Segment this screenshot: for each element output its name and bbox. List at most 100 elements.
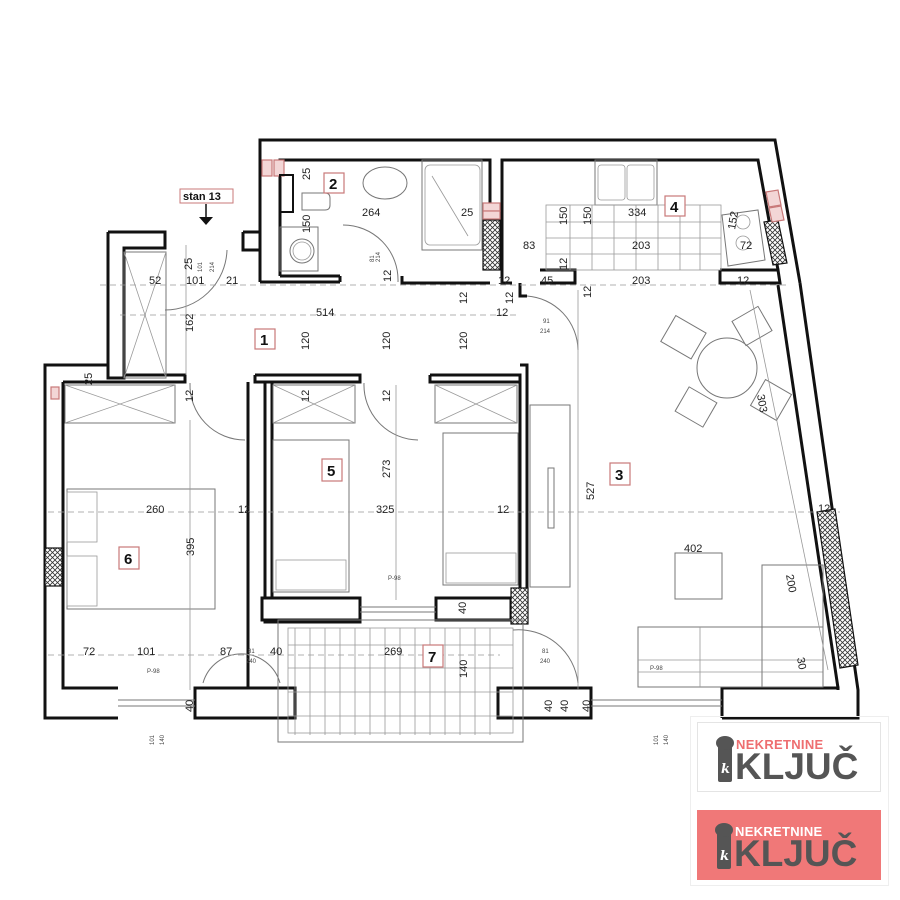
dimension-label: 120 — [381, 332, 393, 350]
dimension-label: 264 — [362, 207, 380, 219]
dimension-label: 83 — [523, 240, 535, 252]
dimension-label: 12 — [458, 292, 470, 304]
dimension-label: 72 — [83, 646, 95, 658]
room-tag-6: 6 — [118, 546, 140, 570]
logo-frame — [690, 716, 889, 886]
dimension-labels: 52 101 21 25 162 514 120 120 120 12 12 1… — [83, 168, 830, 712]
dimension-label: 91 — [543, 319, 550, 325]
dimension-label: 12 — [497, 504, 509, 516]
dimension-label: 101 — [186, 275, 204, 287]
dimension-label: 12 — [496, 307, 508, 319]
brand-logo-white: k NEKRETNINE KLJUČ — [697, 722, 881, 792]
room-tag-1: 1 — [254, 328, 276, 350]
ventilation-markers — [50, 159, 785, 400]
dimension-label: 40 — [581, 700, 593, 712]
dimension-label: 12 — [558, 258, 570, 270]
room-tag-5: 5 — [321, 458, 343, 482]
dimension-label: 30 — [794, 656, 808, 670]
dimension-label: 273 — [381, 460, 393, 478]
room-tags: 1 2 3 4 5 6 7 — [118, 172, 686, 668]
dimension-label: 150 — [558, 207, 570, 225]
dimension-label: 21 — [226, 275, 238, 287]
dimension-label: 269 — [384, 646, 402, 658]
dimension-label: 101 — [198, 261, 204, 272]
logo-subtitle: NEKRETNINE — [735, 824, 823, 839]
dimension-label: 200 — [783, 573, 798, 593]
logo-subtitle: NEKRETNINE — [736, 737, 824, 752]
dimension-label: 120 — [300, 332, 312, 350]
dimension-label: 72 — [740, 240, 752, 252]
dimension-label: 101 — [137, 646, 155, 658]
dimension-label: 101 — [150, 734, 156, 745]
dimension-label: 40 — [457, 602, 469, 614]
key-icon: k — [716, 736, 734, 782]
dimension-label: 140 — [160, 734, 166, 745]
windows — [118, 606, 722, 707]
dimension-label: 5 — [327, 463, 335, 480]
dimension-label: P-98 — [650, 666, 663, 672]
interior-walls — [63, 268, 782, 688]
room-tag-4: 4 — [664, 195, 686, 217]
dimension-label: 12 — [498, 275, 510, 287]
dimension-label: 81 — [542, 649, 549, 655]
key-icon: k — [715, 823, 733, 869]
room-tag-3: 3 — [609, 462, 631, 486]
dimension-label: 52 — [149, 275, 161, 287]
dimension-lines — [48, 245, 840, 690]
dimension-label: 12 — [818, 503, 830, 515]
dimension-label: 101 — [654, 734, 660, 745]
dimension-label: 402 — [684, 543, 702, 555]
dimension-label: k — [721, 762, 731, 777]
dimension-label: 240 — [540, 659, 551, 665]
dimension-label: 152 — [726, 210, 741, 230]
door-swings — [164, 224, 579, 684]
logo-title: KLJUČ — [735, 746, 859, 787]
dimension-label: 40 — [184, 700, 196, 712]
dimension-label: 12 — [382, 270, 394, 282]
dimension-label: 40 — [270, 646, 282, 658]
dimension-label: 140 — [664, 734, 670, 745]
dimension-label: 25 — [461, 207, 473, 219]
dimension-label: 527 — [585, 482, 597, 500]
dimension-label: 120 — [458, 332, 470, 350]
dimension-label: 87 — [220, 646, 232, 658]
dimension-label: 240 — [246, 659, 257, 665]
dimension-label: 81 — [248, 649, 255, 655]
dimension-label: 12 — [504, 292, 516, 304]
dimension-label: 4 — [670, 199, 679, 216]
dimension-label: 150 — [301, 215, 313, 233]
dimension-label: P-98 — [147, 669, 160, 675]
dimension-label: 214 — [540, 329, 551, 335]
dimension-label: 12 — [381, 390, 393, 402]
dimension-label: 260 — [146, 504, 164, 516]
dimension-label: 12 — [184, 390, 196, 402]
dimension-label: 303 — [754, 393, 769, 413]
logo-title: KLJUČ — [734, 833, 858, 874]
furniture — [64, 159, 824, 743]
dimension-label: 162 — [184, 314, 196, 332]
room-tag-2: 2 — [323, 172, 345, 194]
dimension-label: 150 — [582, 207, 594, 225]
dimension-label: 7 — [428, 649, 436, 666]
dimension-label: 40 — [559, 700, 571, 712]
dimension-label: 40 — [543, 700, 555, 712]
dimension-label: 25 — [301, 168, 313, 180]
dimension-label: 140 — [458, 660, 470, 678]
dimension-label: 45 — [541, 275, 553, 287]
door-specs: 101 214 81 214 91 214 81 240 81 240 101 … — [147, 251, 670, 745]
dimension-label: 12 — [582, 286, 594, 298]
dimension-label: 12 — [300, 390, 312, 402]
dimension-label: 25 — [83, 373, 95, 385]
dimension-label: 3 — [615, 467, 623, 484]
dimension-label: 6 — [124, 551, 132, 568]
dimension-label: 514 — [316, 307, 334, 319]
balcony-grid — [288, 628, 513, 735]
dimension-label: 81 — [370, 255, 376, 262]
room-tag-7: 7 — [422, 644, 444, 668]
dimension-label: 395 — [185, 538, 197, 556]
dimension-label: 325 — [376, 504, 394, 516]
dimension-label: P-98 — [388, 576, 401, 582]
dimension-label: k — [720, 849, 730, 864]
dimension-label: 12 — [737, 275, 749, 287]
dimension-label: 1 — [260, 332, 268, 349]
